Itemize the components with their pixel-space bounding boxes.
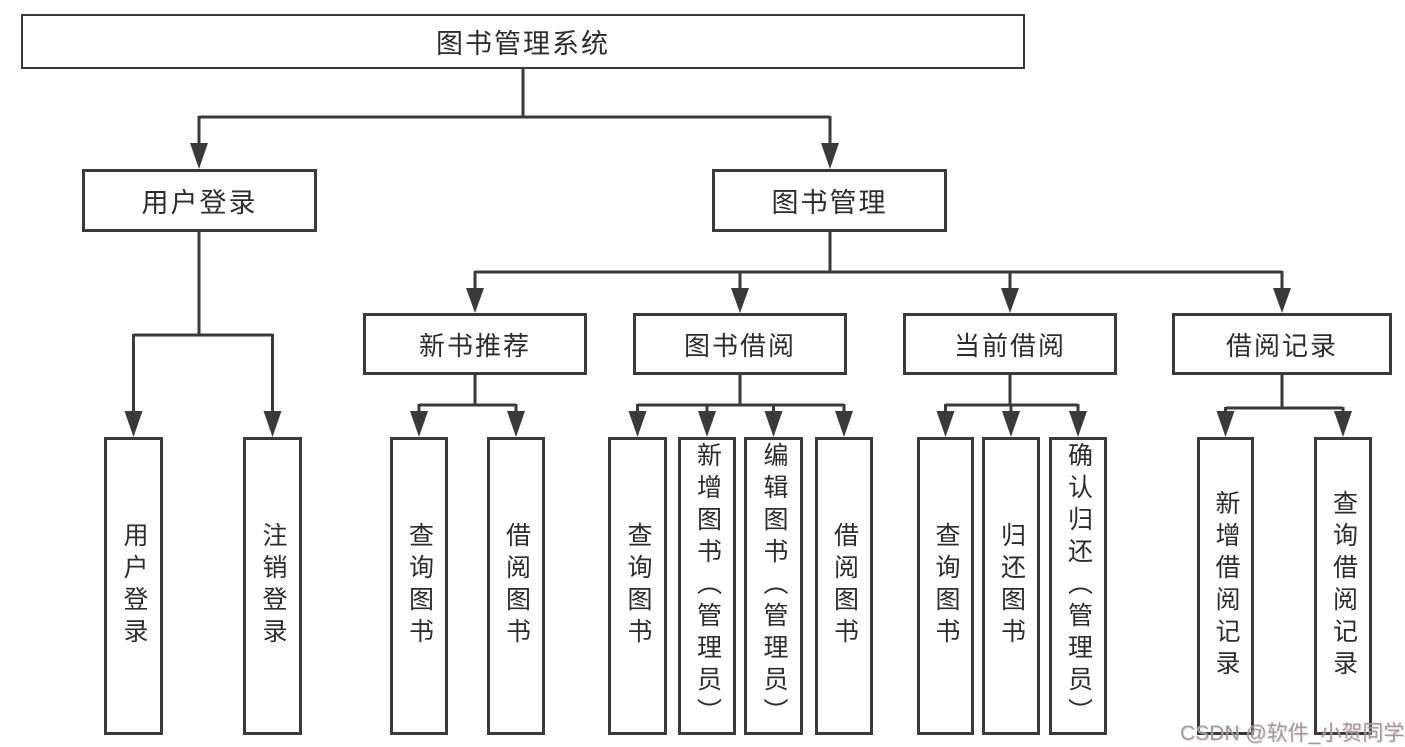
leaf-confirm-return-admin: 确认归还（管理员） bbox=[1049, 437, 1107, 735]
leaf-return-books: 归还图书 bbox=[982, 437, 1040, 735]
leaf-query-books: 查询图书 bbox=[390, 437, 448, 735]
arrowhead-icons bbox=[124, 143, 1352, 437]
leaf-user-login: 用户登录 bbox=[104, 437, 163, 735]
leaf-add-borrow-record: 新增借阅记录 bbox=[1197, 437, 1254, 735]
leaf-query-borrow-record: 查询借阅记录 bbox=[1314, 437, 1372, 735]
leaf-borrow-books-2: 借阅图书 bbox=[815, 437, 873, 735]
leaf-logout: 注销登录 bbox=[243, 437, 302, 735]
csdn-watermark: CSDN @软件_小贺同学 bbox=[1180, 722, 1405, 745]
leaf-query-books-borrow: 查询图书 bbox=[608, 437, 667, 735]
node-library-management-system: 图书管理系统 bbox=[21, 14, 1025, 69]
node-new-book-recommend: 新书推荐 bbox=[363, 313, 587, 375]
node-user-login: 用户登录 bbox=[82, 169, 317, 232]
node-current-borrow: 当前借阅 bbox=[903, 313, 1117, 375]
leaf-add-books-admin: 新增图书（管理员） bbox=[678, 437, 736, 735]
node-book-borrow: 图书借阅 bbox=[633, 313, 847, 375]
node-book-management: 图书管理 bbox=[712, 169, 947, 232]
leaf-borrow-books: 借阅图书 bbox=[487, 437, 545, 735]
node-borrow-records: 借阅记录 bbox=[1172, 313, 1392, 375]
leaf-query-books-current: 查询图书 bbox=[917, 437, 974, 735]
leaf-edit-books-admin: 编辑图书（管理员） bbox=[744, 437, 803, 735]
